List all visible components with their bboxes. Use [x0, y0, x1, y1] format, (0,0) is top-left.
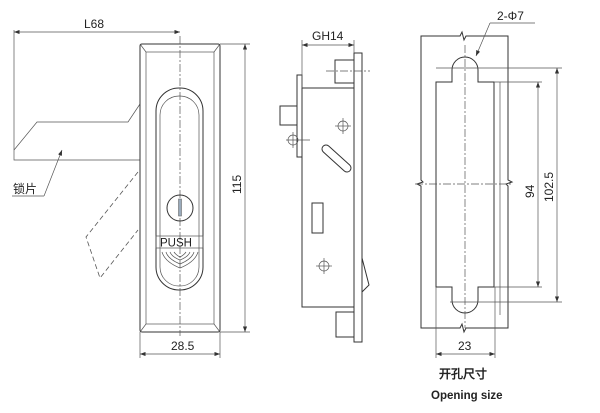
- hole-label: 2-Φ7: [497, 9, 524, 23]
- dimension-gh14: GH14: [301, 29, 355, 88]
- crosshair-hole-icon: [335, 118, 351, 134]
- opening-view: 94 102.5 23 2-Φ7 开孔尺寸 Opening size: [415, 9, 562, 402]
- caption-english: Opening size: [431, 390, 503, 402]
- dimension-23: 23: [435, 287, 496, 358]
- dimension-label: 94: [523, 184, 537, 198]
- push-label: PUSH: [160, 238, 192, 250]
- caption-chinese: 开孔尺寸: [439, 366, 487, 381]
- lock-plate: 锁片: [12, 30, 141, 279]
- dimension-label: 102.5: [542, 172, 556, 202]
- crosshair-hole-icon: [316, 258, 332, 274]
- crosshair-hole-icon: [286, 132, 310, 148]
- plate-label: 锁片: [13, 181, 37, 196]
- dimension-label: GH14: [312, 29, 344, 43]
- dimension-94: 94: [494, 81, 542, 288]
- front-view: 锁片 PUSH L68: [12, 17, 250, 358]
- key-cylinder-icon: [166, 194, 194, 222]
- handle-body: PUSH: [139, 36, 221, 336]
- dimension-l68: L68: [14, 17, 180, 35]
- hole-callout: 2-Φ7: [475, 9, 535, 57]
- fingerprint-icon: [161, 251, 199, 269]
- dimension-label: 115: [230, 175, 244, 194]
- dimension-label: 23: [458, 339, 472, 353]
- dimension-label: L68: [84, 17, 104, 31]
- dimension-102-5: 102.5: [436, 67, 562, 303]
- dimension-28-5: 28.5: [139, 332, 221, 358]
- side-view: GH14: [279, 29, 370, 343]
- dimension-label: 28.5: [171, 339, 195, 353]
- dimension-115: 115: [220, 43, 250, 333]
